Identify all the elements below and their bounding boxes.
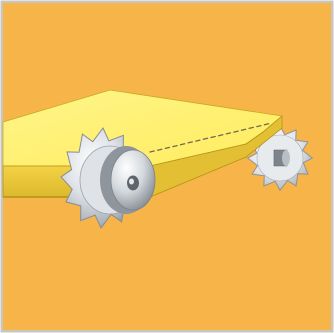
main-blade-arbor-highlight <box>129 179 134 185</box>
scoring-blade-arbor-face <box>282 150 290 166</box>
